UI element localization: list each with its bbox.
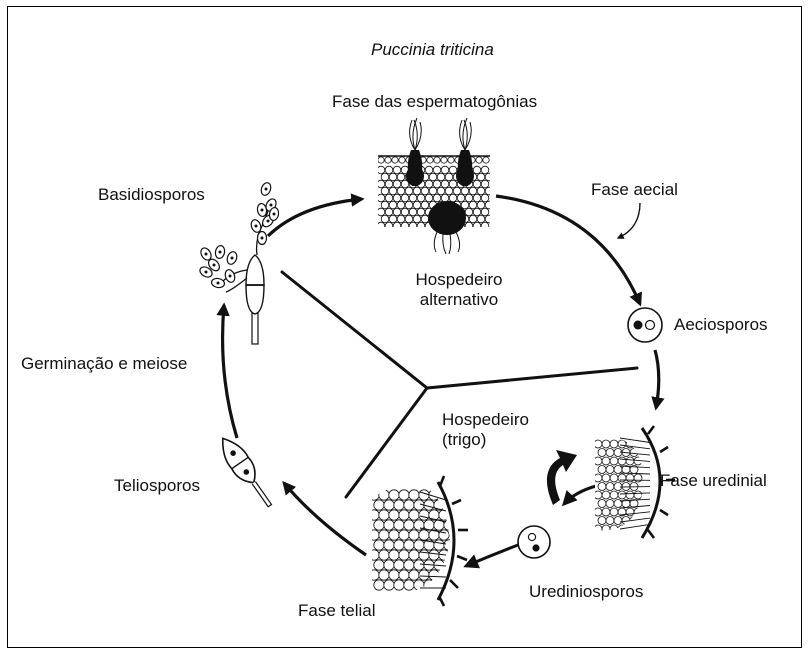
telium-structure — [369, 476, 468, 606]
label-telial-phase: Fase telial — [298, 601, 375, 621]
label-main-host-line2: (trigo) — [442, 430, 529, 450]
arrow-uredinial-to-urediniospores — [564, 486, 596, 504]
arrow-spermogonia-to-aeciospores — [496, 196, 640, 304]
label-basidiospores: Basidiosporos — [98, 185, 205, 205]
diagram-title: Puccinia triticina — [371, 40, 494, 60]
label-alternate-host-line2: alternativo — [414, 290, 504, 310]
label-teliospores: Teliosporos — [114, 476, 200, 496]
urediniospore-icon — [518, 526, 550, 558]
spermogonia-structure — [377, 118, 493, 254]
arrow-urediniospores-to-telial — [466, 545, 518, 566]
arrow-basidiospores-to-spermogonia — [268, 199, 362, 236]
label-aecial-phase: Fase aecial — [591, 180, 678, 200]
label-main-host-line1: Hospedeiro — [442, 410, 529, 430]
label-alternate-host: Hospedeiro alternativo — [414, 270, 504, 310]
label-main-host: Hospedeiro (trigo) — [442, 410, 529, 450]
label-urediniospores: Urediniosporos — [529, 582, 643, 602]
label-germination-meiosis: Germinação e meiose — [21, 354, 187, 374]
arrow-telial-to-teliospores — [284, 483, 366, 555]
arrow-aeciospores-to-uredinial — [655, 350, 659, 408]
label-spermogonia-phase: Fase das espermatogônias — [332, 92, 537, 112]
label-aeciospores: Aeciosporos — [674, 315, 768, 335]
arrow-teliospores-to-basidiospores — [223, 305, 237, 438]
label-alternate-host-line1: Hospedeiro — [414, 270, 504, 290]
aeciospore-icon — [628, 308, 662, 342]
label-uredinial-phase: Fase uredinial — [660, 471, 767, 491]
teliospore-icon — [214, 433, 278, 512]
aecial-pointer-arrow — [618, 203, 640, 238]
